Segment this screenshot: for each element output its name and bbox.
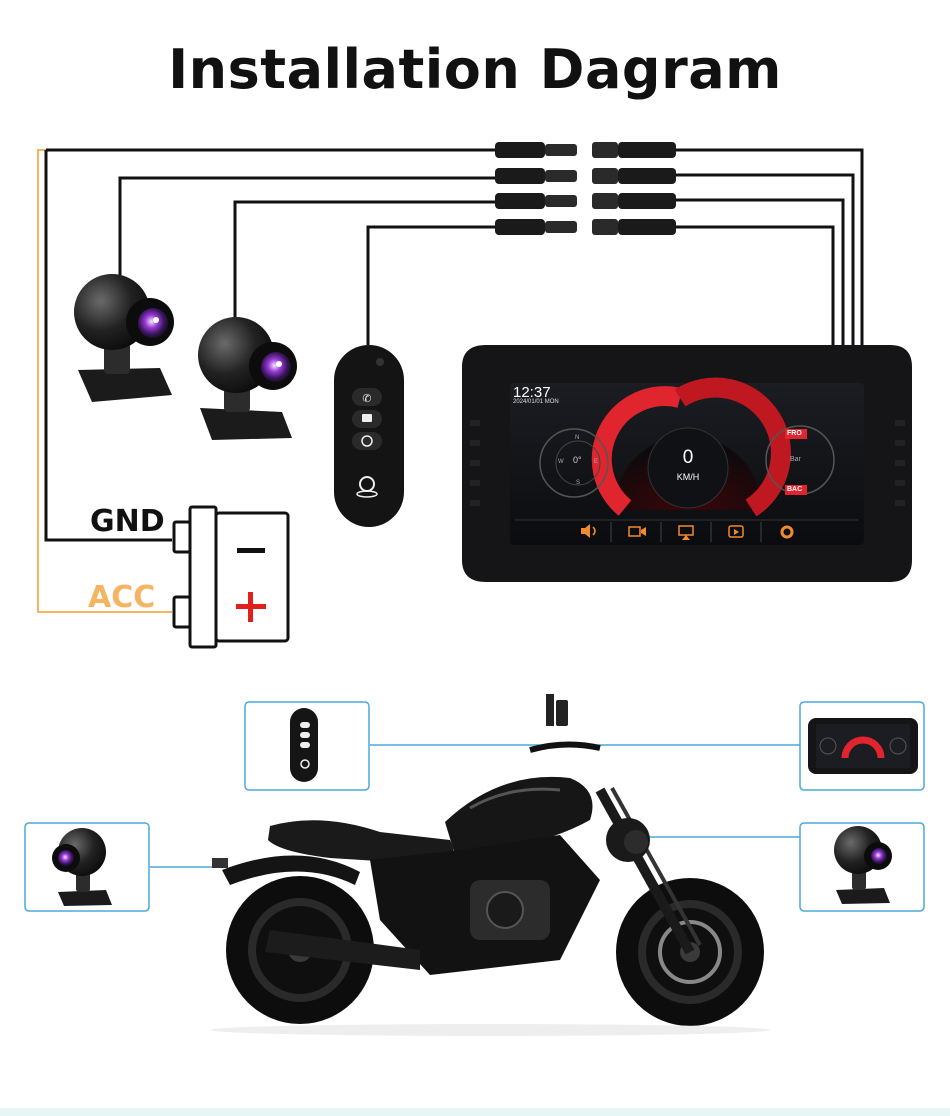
tire-front-label: FRO <box>787 430 802 437</box>
page-title: Installation Dagram <box>168 38 782 101</box>
gnd-wire <box>44 148 510 542</box>
mini-remote <box>290 708 318 782</box>
wire-remote <box>366 225 495 345</box>
mini-rear-camera <box>52 828 112 906</box>
tire-back-label: BAC <box>787 486 803 493</box>
video-icon <box>628 526 646 537</box>
mini-screen <box>808 718 918 774</box>
screen-date: 2024/01/01 MON <box>513 399 559 405</box>
settings-icon <box>780 525 794 539</box>
compass-west: W <box>558 459 564 465</box>
wire-screen-1 <box>676 148 864 350</box>
screen-speed: 0 <box>682 447 694 468</box>
acc-label: ACC <box>88 580 156 615</box>
mini-front-camera <box>834 826 892 904</box>
connector-row-1 <box>495 142 676 158</box>
motorcycle <box>210 694 770 1036</box>
wire-front-camera <box>118 176 495 278</box>
connector-row-2 <box>495 168 676 184</box>
screen-time: 12:37 <box>513 384 551 401</box>
screen-speed-unit: KM/H <box>676 472 700 482</box>
airplay-icon <box>678 525 694 540</box>
svg-text:✆: ✆ <box>362 392 371 405</box>
connector-row-3 <box>495 193 676 209</box>
dash-screen <box>462 345 912 582</box>
remote-control: ✆ <box>334 345 404 527</box>
rear-camera <box>198 317 297 440</box>
footer-strip <box>0 1108 950 1116</box>
speaker-icon <box>581 524 596 538</box>
compass-north: N <box>575 435 580 441</box>
compass-east: E <box>594 459 599 465</box>
front-camera <box>74 274 174 402</box>
battery <box>172 505 290 649</box>
compass-south: S <box>576 480 581 486</box>
pressure-unit: Bar <box>790 456 801 463</box>
playback-icon <box>728 525 744 538</box>
compass-degree: 0° <box>573 455 582 465</box>
wire-screen-4 <box>676 225 835 350</box>
wire-screen-3 <box>676 198 845 350</box>
gnd-label: GND <box>90 504 165 539</box>
wire-screen-2 <box>676 173 855 350</box>
wire-rear-camera <box>233 200 495 318</box>
connector-row-4 <box>495 219 676 235</box>
